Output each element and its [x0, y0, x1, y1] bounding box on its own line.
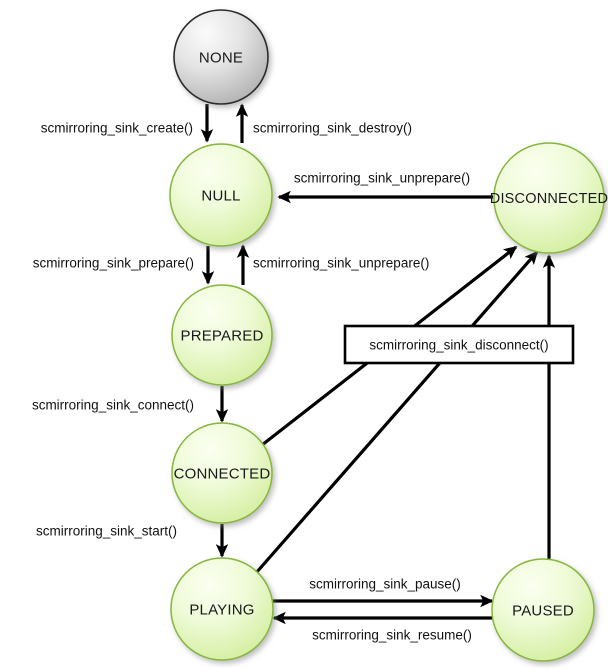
node-paused-label: PAUSED — [512, 603, 574, 620]
edge-destroy: scmirroring_sink_destroy() — [235, 103, 412, 143]
node-prepared[interactable]: PREPARED — [171, 284, 273, 386]
edge-pause: scmirroring_sink_pause() — [272, 577, 494, 608]
edge-prepare-label: scmirroring_sink_prepare() — [33, 256, 194, 271]
node-prepared-circle[interactable] — [171, 284, 273, 386]
node-prepared-label: PREPARED — [180, 328, 263, 345]
edge-resume-label: scmirroring_sink_resume() — [312, 628, 472, 643]
edge-pause-label: scmirroring_sink_pause() — [309, 577, 461, 592]
edge-create-label: scmirroring_sink_create() — [41, 121, 193, 136]
edge-disconnect-from-playing-line — [254, 250, 539, 575]
node-connected-label: CONNECTED — [174, 466, 271, 483]
disconnect-label-box-text: scmirroring_sink_disconnect() — [369, 338, 548, 353]
disconnect-label-box-rect[interactable] — [343, 324, 575, 365]
node-connected[interactable]: CONNECTED — [171, 422, 273, 524]
node-null-circle[interactable] — [169, 143, 273, 247]
node-none-label: NONE — [199, 50, 243, 67]
node-playing-circle[interactable] — [170, 557, 274, 661]
node-disconnected-label: DISCONNECTED — [490, 191, 608, 207]
node-disconnected[interactable]: DISCONNECTED — [490, 142, 608, 254]
node-none-circle[interactable] — [173, 9, 269, 105]
disconnect-label-box[interactable]: scmirroring_sink_disconnect() — [343, 324, 575, 365]
node-paused[interactable]: PAUSED — [491, 558, 595, 662]
node-playing-label: PLAYING — [189, 602, 254, 619]
edge-create: scmirroring_sink_create() — [41, 104, 214, 143]
edge-prepare: scmirroring_sink_prepare() — [33, 246, 215, 285]
edge-resume: scmirroring_sink_resume() — [272, 611, 492, 643]
edge-connect: scmirroring_sink_connect() — [32, 386, 229, 423]
node-null-label: NULL — [201, 188, 240, 205]
edge-unprepare-disconnected-label: scmirroring_sink_unprepare() — [294, 171, 470, 186]
edge-destroy-label: scmirroring_sink_destroy() — [253, 121, 412, 136]
node-connected-circle[interactable] — [171, 422, 273, 524]
edge-unprepare-prepared: scmirroring_sink_unprepare() — [236, 244, 429, 285]
edge-start-label: scmirroring_sink_start() — [36, 524, 177, 539]
node-playing[interactable]: PLAYING — [170, 557, 274, 661]
node-paused-circle[interactable] — [491, 558, 595, 662]
edge-start: scmirroring_sink_start() — [36, 524, 229, 558]
node-none[interactable]: NONE — [173, 9, 269, 105]
node-null[interactable]: NULL — [169, 143, 273, 247]
edge-disconnect-from-playing — [254, 250, 539, 575]
node-disconnected-circle[interactable] — [493, 142, 605, 254]
edge-unprepare-disconnected: scmirroring_sink_unprepare() — [277, 171, 493, 204]
edge-unprepare-prepared-label: scmirroring_sink_unprepare() — [253, 256, 429, 271]
edge-connect-label: scmirroring_sink_connect() — [32, 398, 194, 413]
